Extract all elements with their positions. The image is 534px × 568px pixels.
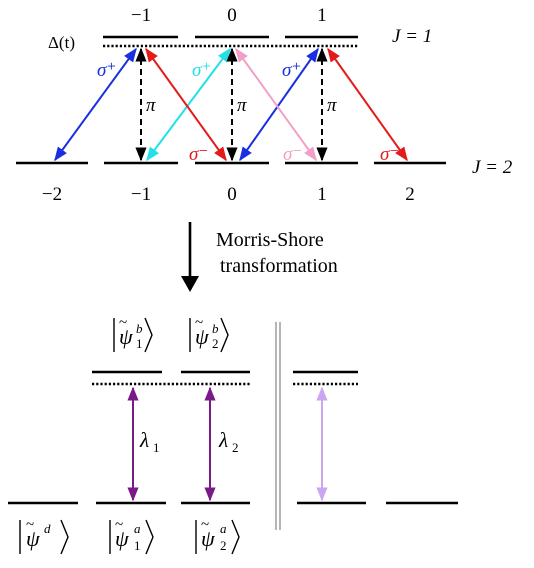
psi-b1-superscript: b <box>136 321 143 336</box>
upper-label-m1: 1 <box>317 5 327 26</box>
sigma-minus-arrow-3 <box>327 47 408 162</box>
lower-label-m-2: −2 <box>42 184 62 205</box>
sigma-minus-label-3: σ⁻ <box>380 144 399 165</box>
psi-b2-symbol: ψ <box>195 324 209 349</box>
psi-a1-subscript: 1 <box>134 538 141 553</box>
transformation-label-line1: Morris-Shore <box>216 229 324 251</box>
sigma-plus-label-1: σ⁺ <box>97 60 116 81</box>
psi-b2-superscript: b <box>212 321 219 336</box>
vertical-divider <box>275 322 281 530</box>
psi-b1-subscript: 1 <box>136 336 143 351</box>
pi-label-2: π <box>237 95 247 116</box>
psi-a2-subscript: 2 <box>220 538 227 553</box>
lower-label-m0: 0 <box>227 184 237 205</box>
sigma-minus-label-2: σ⁻ <box>283 144 302 165</box>
pi-label-1: π <box>146 95 156 116</box>
psi-a1-tilde: ~ <box>115 517 123 533</box>
sigma-plus-arrow-1 <box>54 47 137 162</box>
lower-level-labels: −2 −1 0 1 2 <box>42 184 415 205</box>
svg-text:1: 1 <box>153 440 160 455</box>
svg-text:λ: λ <box>139 428 149 452</box>
lower-label-m-1: −1 <box>131 184 151 205</box>
psi-d-superscript: d <box>44 521 51 536</box>
lower-J-label: J = 2 <box>472 157 513 178</box>
svg-text:2: 2 <box>232 440 239 455</box>
sigma-plus-label-3: σ⁺ <box>282 60 301 81</box>
sigma-minus-transitions <box>145 47 408 162</box>
ket-psi-b2: ψ ~ b 2 <box>189 315 229 353</box>
ket-psi-d: ψ ~ d <box>19 517 69 555</box>
psi-a2-tilde: ~ <box>201 517 209 533</box>
sigma-plus-label-2: σ⁺ <box>192 60 211 81</box>
sigma-plus-arrow-3 <box>239 47 319 162</box>
upper-label-m-1: −1 <box>131 5 151 26</box>
detuning-label: Δ(t) <box>48 33 75 52</box>
pi-label-3: π <box>327 95 337 116</box>
psi-a1-symbol: ψ <box>115 526 129 551</box>
psi-a2-symbol: ψ <box>201 526 215 551</box>
psi-b2-subscript: 2 <box>212 336 219 351</box>
ms-couplings <box>127 386 328 502</box>
lower-label-m2: 2 <box>405 184 415 205</box>
pi-transitions <box>135 47 328 162</box>
transformation-arrow-head <box>181 276 199 292</box>
lower-label-m1: 1 <box>317 184 327 205</box>
ket-psi-b1: ψ ~ b 1 <box>113 315 153 353</box>
lambda1-label: λ 1 <box>139 428 160 455</box>
transformation-arrow <box>181 222 199 292</box>
sigma-minus-arrow-1 <box>145 47 227 162</box>
ket-psi-a1: ψ ~ a 1 <box>109 517 154 555</box>
upper-J-label: J = 1 <box>392 26 432 47</box>
transformation-label-line2: transformation <box>220 255 338 277</box>
svg-text:λ: λ <box>218 428 228 452</box>
sigma-minus-label-1: σ⁻ <box>189 144 208 165</box>
psi-a1-superscript: a <box>134 521 141 536</box>
psi-d-tilde: ~ <box>26 517 34 533</box>
polarization-labels: σ⁺ σ⁺ σ⁺ σ⁻ σ⁻ σ⁻ π π π <box>97 60 399 165</box>
psi-d-symbol: ψ <box>26 526 40 551</box>
ms-upper-levels <box>92 370 358 386</box>
psi-b1-tilde: ~ <box>119 315 127 331</box>
psi-b1-symbol: ψ <box>119 324 133 349</box>
upper-level-labels: −1 0 1 <box>131 5 327 26</box>
psi-b2-tilde: ~ <box>195 315 203 331</box>
upper-label-m0: 0 <box>227 5 237 26</box>
lambda2-label: λ 2 <box>218 428 239 455</box>
sigma-minus-arrow-2 <box>235 47 317 162</box>
ket-psi-a2: ψ ~ a 2 <box>195 517 240 555</box>
psi-a2-superscript: a <box>220 521 227 536</box>
